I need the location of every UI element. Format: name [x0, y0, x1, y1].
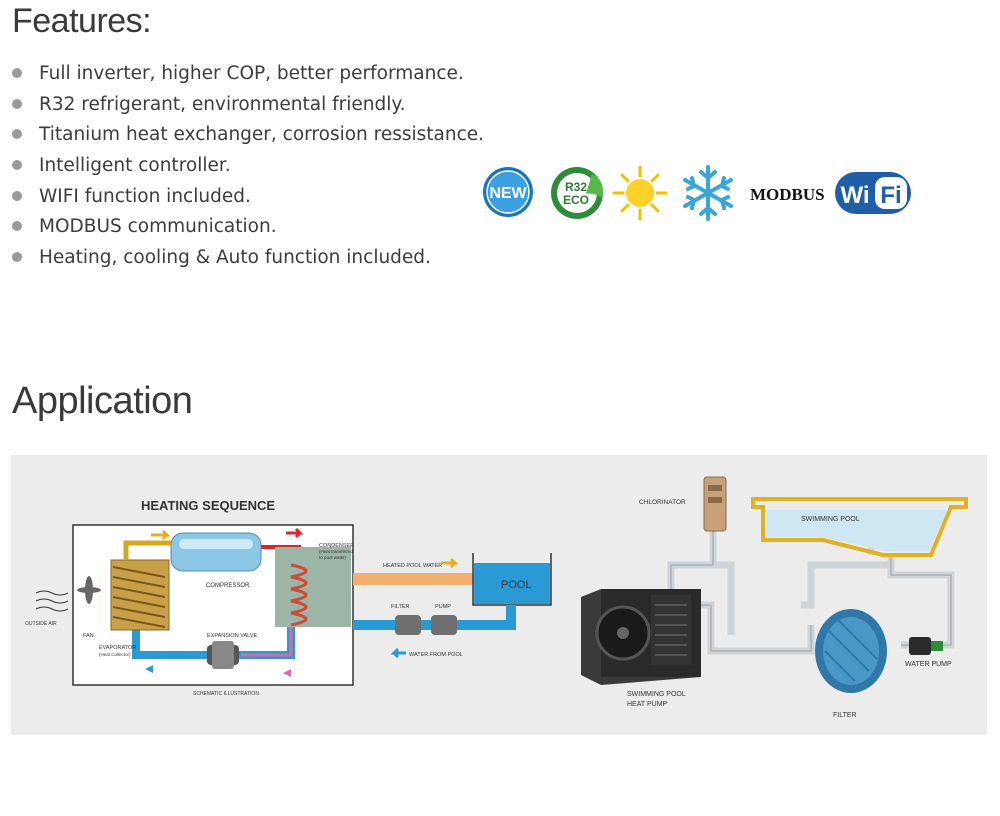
- modbus-logo: MODBUS: [750, 185, 825, 204]
- eco-label: ECO: [563, 193, 589, 207]
- features-list: Full inverter, higher COP, better perfor…: [10, 60, 484, 275]
- svg-text:OUTSIDE AIR: OUTSIDE AIR: [25, 621, 57, 627]
- svg-text:(Heat Collector): (Heat Collector): [99, 652, 131, 657]
- swimming-pool-label: SWIMMING POOL: [801, 516, 860, 523]
- new-badge-label: NEW: [489, 185, 527, 202]
- chlorinator-label: CHLORINATOR: [639, 499, 686, 506]
- svg-text:HEAT PUMP: HEAT PUMP: [627, 701, 668, 708]
- svg-text:CONDENSER: CONDENSER: [319, 543, 354, 549]
- snowflake-icon: [683, 165, 733, 221]
- expansion-valve: [207, 641, 239, 669]
- feature-badges: NEW R32 ECO: [480, 164, 920, 224]
- sun-icon: [612, 165, 668, 221]
- evaporator-coil: [110, 559, 170, 631]
- feature-item: R32 refrigerant, environmental friendly.: [10, 91, 484, 122]
- chlorinator: [703, 476, 727, 532]
- svg-text:HEATED POOL WATER: HEATED POOL WATER: [383, 563, 442, 569]
- feature-item: Heating, cooling & Auto function include…: [10, 244, 484, 275]
- r32-label: R32: [565, 180, 587, 194]
- new-badge-icon: NEW: [483, 167, 533, 217]
- svg-text:EXPANSION VALVE: EXPANSION VALVE: [207, 633, 257, 639]
- svg-text:(Heat transferred: (Heat transferred: [319, 549, 354, 554]
- filter-tank: [815, 609, 887, 693]
- svg-text:to pool water): to pool water): [319, 555, 347, 560]
- bullet-icon: [12, 68, 22, 78]
- bullet-icon: [12, 221, 22, 232]
- fan-icon: [77, 576, 101, 604]
- heated-water-pipe: [353, 573, 473, 585]
- bullet-icon: [12, 160, 22, 171]
- svg-text:COMPRESSOR: COMPRESSOR: [206, 583, 250, 589]
- svg-text:FILTER: FILTER: [391, 604, 410, 610]
- pool-tank: [472, 553, 552, 606]
- pump-unit: [431, 615, 457, 635]
- heating-sequence-title: HEATING SEQUENCE: [141, 498, 275, 513]
- svg-text:Fi: Fi: [880, 182, 901, 209]
- r32-eco-leaf-icon: R32 ECO: [551, 167, 603, 219]
- feature-item: Full inverter, higher COP, better perfor…: [10, 60, 484, 91]
- svg-text:PUMP: PUMP: [435, 604, 451, 610]
- svg-text:EVAPORATOR: EVAPORATOR: [99, 645, 136, 651]
- feature-item: MODBUS communication.: [10, 213, 484, 244]
- swimming-pool: [751, 497, 968, 557]
- heat-pump-label: SWIMMING POOL: [627, 691, 686, 698]
- compressor: [170, 532, 262, 572]
- feature-item: WIFI function included.: [10, 183, 484, 214]
- filter-unit: [395, 615, 421, 635]
- bullet-icon: [12, 98, 22, 109]
- condenser: [275, 547, 351, 627]
- bullet-icon: [12, 252, 22, 263]
- pool-label: POOL: [501, 579, 532, 591]
- svg-text:WATER FROM POOL: WATER FROM POOL: [409, 652, 463, 658]
- svg-text:SCHEMATIC ILLUSTRATION: SCHEMATIC ILLUSTRATION: [193, 691, 259, 697]
- bullet-icon: [12, 190, 22, 201]
- heat-pump-unit: [581, 589, 701, 685]
- filter-label: FILTER: [833, 712, 857, 719]
- svg-text:FAN: FAN: [83, 633, 94, 639]
- wifi-logo: Wi Fi: [835, 172, 911, 214]
- features-heading: Features:: [12, 2, 152, 40]
- application-heading: Application: [12, 380, 193, 422]
- water-pump-label: WATER PUMP: [905, 661, 952, 668]
- application-diagram: HEATING SEQUENCE COMPRESSOR EVAPORATOR (…: [11, 455, 987, 735]
- bullet-icon: [12, 129, 22, 140]
- svg-text:Wi: Wi: [840, 182, 869, 209]
- feature-item: Intelligent controller.: [10, 152, 484, 183]
- water-pump: [909, 637, 943, 655]
- refrigerant-line-pink: [241, 615, 293, 657]
- feature-item: Titanium heat exchanger, corrosion ressi…: [10, 121, 484, 152]
- outside-air-arrows: [35, 590, 69, 612]
